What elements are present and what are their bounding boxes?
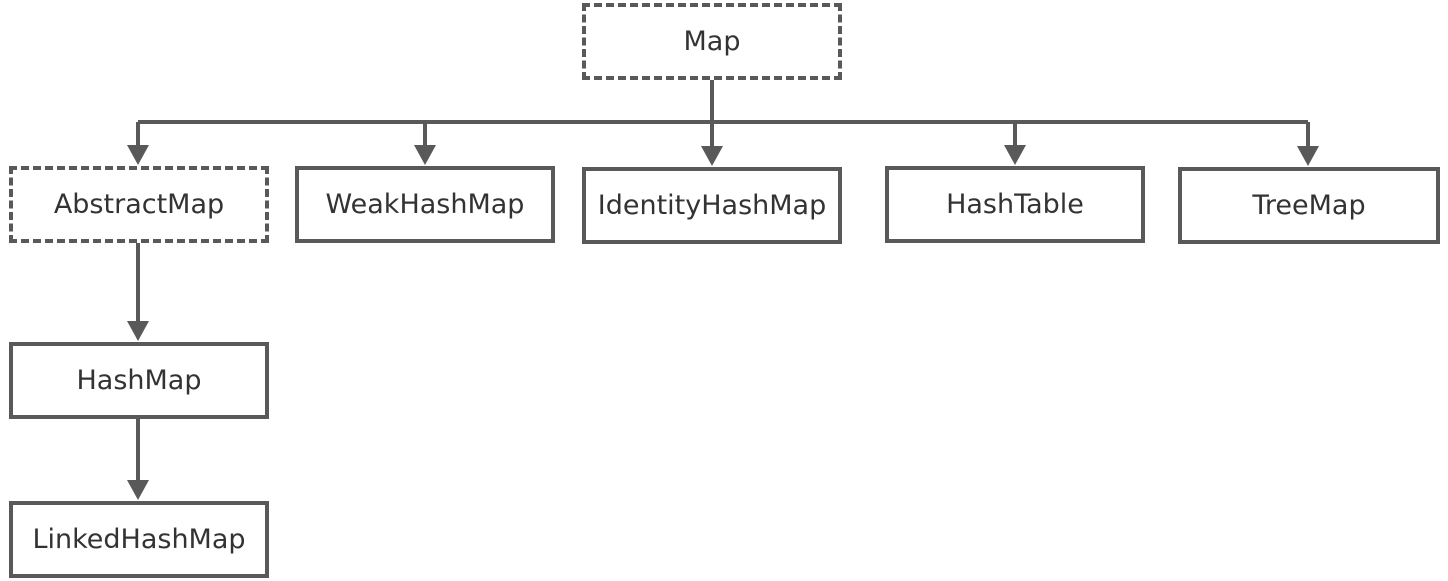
node-map: Map [582, 3, 842, 80]
node-hashmap: HashMap [9, 342, 269, 419]
node-linkedhashmap: LinkedHashMap [9, 501, 269, 578]
arrowhead-weakhashmap [414, 145, 436, 165]
arrowhead-abstractmap [127, 145, 149, 165]
node-label-weakhashmap: WeakHashMap [325, 189, 525, 220]
node-label-linkedhashmap: LinkedHashMap [32, 524, 246, 555]
node-identityhashmap: IdentityHashMap [582, 167, 842, 244]
arrowhead-hashtable [1004, 145, 1026, 165]
node-label-map: Map [683, 26, 741, 57]
arrowhead-hashmap [127, 321, 149, 341]
node-label-identityhashmap: IdentityHashMap [597, 190, 827, 221]
node-treemap: TreeMap [1178, 167, 1440, 244]
node-label-treemap: TreeMap [1252, 190, 1366, 221]
node-abstractmap: AbstractMap [9, 166, 269, 243]
node-weakhashmap: WeakHashMap [295, 166, 555, 243]
node-label-abstractmap: AbstractMap [53, 189, 225, 220]
arrowhead-linkedhashmap [127, 480, 149, 500]
node-hashtable: HashTable [885, 166, 1145, 243]
node-label-hashtable: HashTable [946, 189, 1084, 220]
node-label-hashmap: HashMap [76, 365, 202, 396]
arrowhead-treemap [1297, 146, 1319, 166]
arrowhead-identityhashmap [701, 146, 723, 166]
